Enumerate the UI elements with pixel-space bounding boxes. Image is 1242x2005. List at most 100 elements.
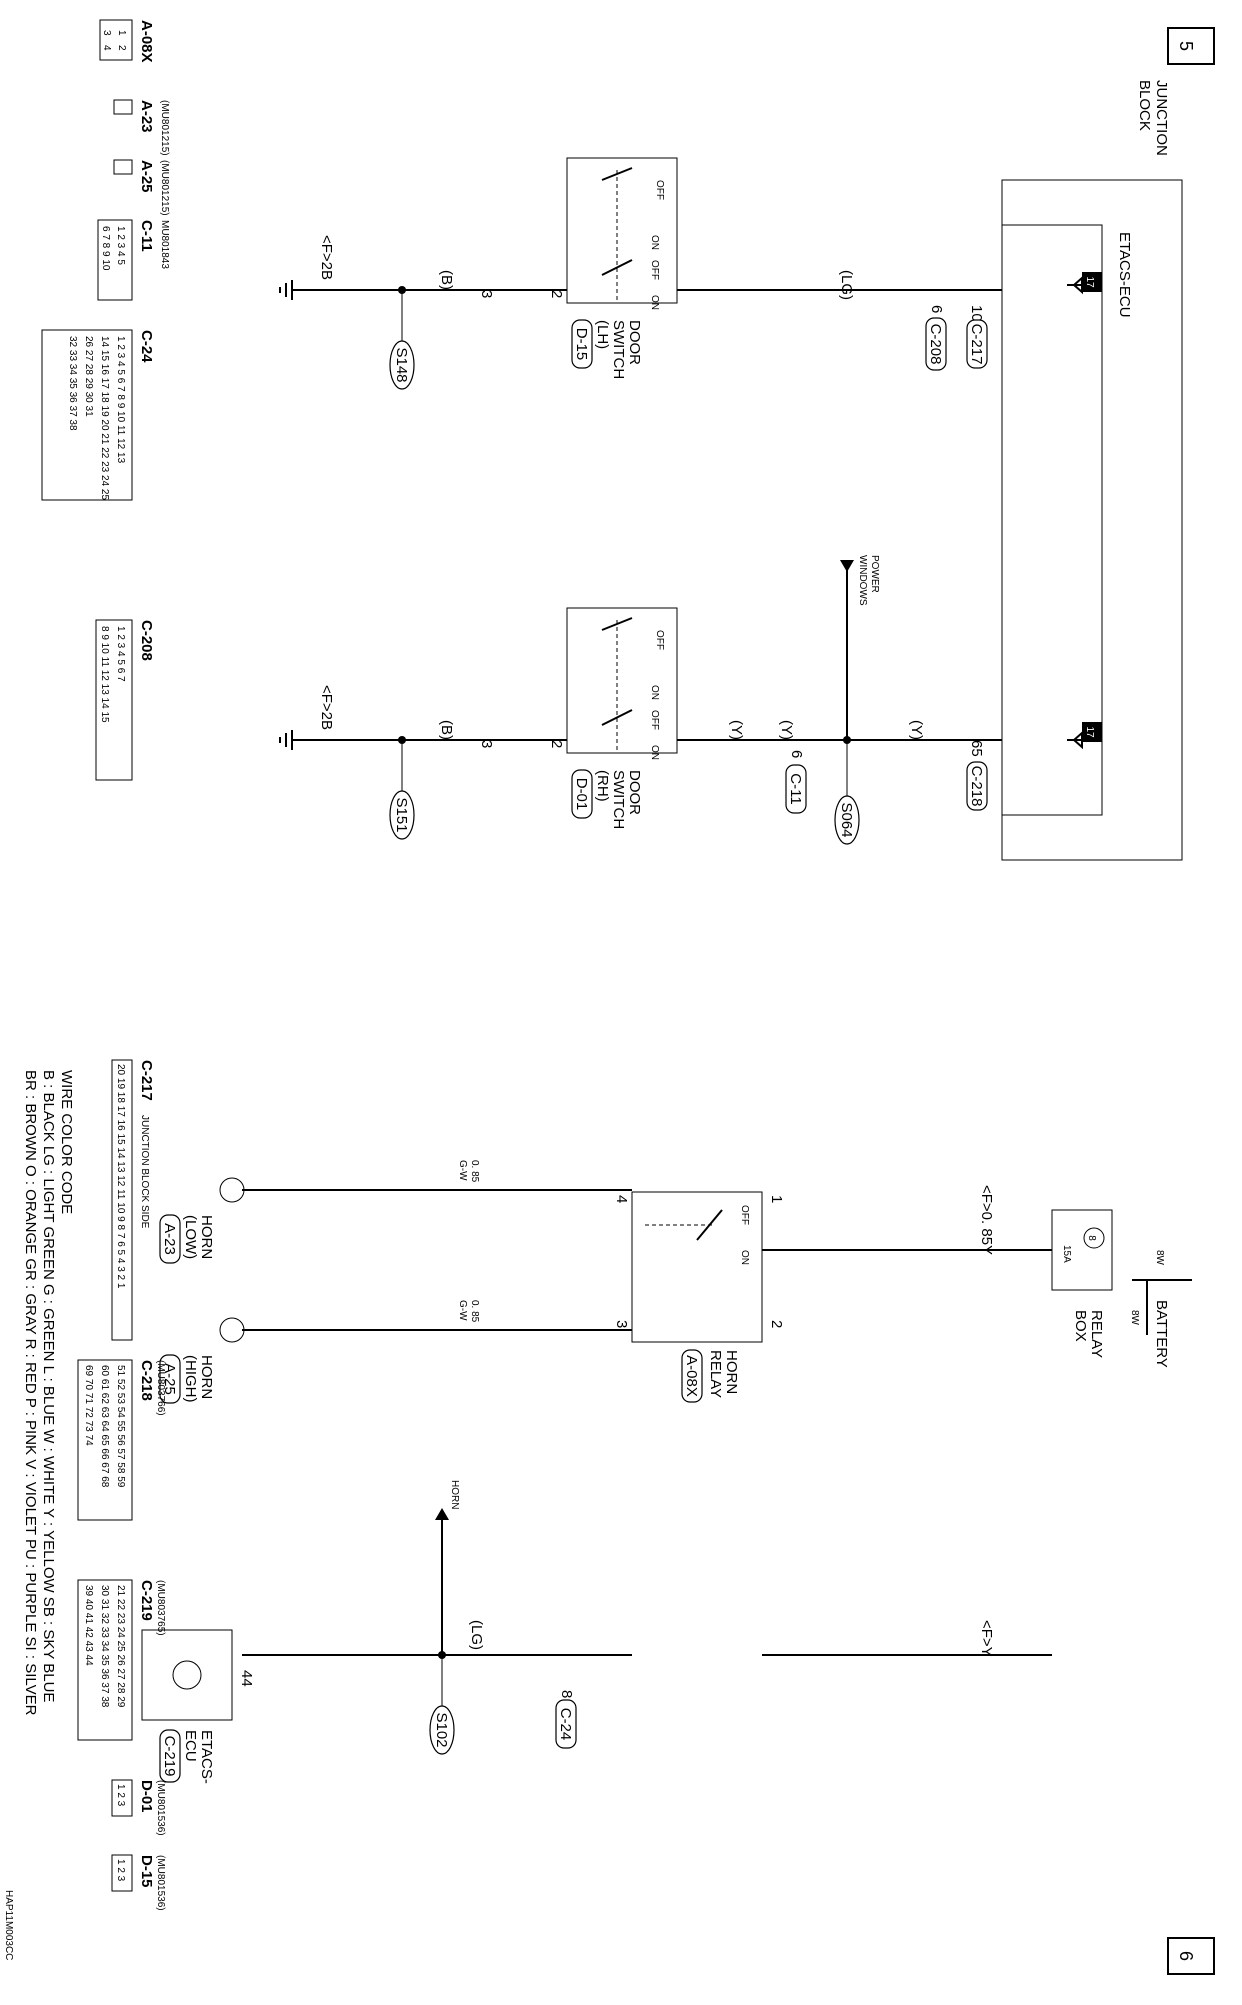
connector-tag-c219 bbox=[159, 1729, 181, 1783]
wire-fy-label: <F>Y bbox=[978, 1620, 995, 1657]
wire-b-label-lh: (B) bbox=[438, 270, 455, 290]
door-switch-rh-off-1: OFF bbox=[654, 630, 665, 650]
door-switch-rh-on-1: ON bbox=[649, 685, 660, 700]
connector-face-a23 bbox=[113, 99, 133, 115]
wire-b-label-rh: (B) bbox=[438, 720, 455, 740]
a08x-pin: 3 bbox=[101, 30, 112, 36]
connector-tag-d01 bbox=[571, 769, 593, 819]
conn-label-c208: C-208 bbox=[138, 620, 155, 661]
door-switch-rh-label-1: DOOR bbox=[626, 770, 643, 815]
etacs-ecu2-box bbox=[141, 1629, 233, 1721]
door-switch-rh-on-2: ON bbox=[649, 745, 660, 760]
connector-face-a08x: 1 2 3 4 bbox=[99, 19, 133, 61]
power-windows-label-1: POWER bbox=[869, 555, 880, 593]
page-number-box-top bbox=[1167, 27, 1215, 65]
transistor-icon bbox=[172, 1660, 202, 1690]
splice-tag-s148-text: S148 bbox=[393, 347, 410, 382]
splice-tag-s064 bbox=[834, 795, 860, 845]
horn-high-label-2: (HIGH) bbox=[182, 1355, 199, 1403]
ground-ref-box-lh bbox=[1082, 272, 1102, 292]
c208-row-2: 8 9 10 11 12 13 14 15 bbox=[99, 626, 110, 723]
connector-tag-c11-text: C-11 bbox=[787, 773, 804, 804]
wire-f-085y-label: <F>0. 85Y bbox=[978, 1185, 995, 1255]
connector-tag-c208-text: C-208 bbox=[927, 324, 944, 365]
horn-relay-label-2: RELAY bbox=[707, 1350, 724, 1398]
junction-block-label-2: BLOCK bbox=[1136, 80, 1153, 131]
horn-relay-off: OFF bbox=[739, 1205, 750, 1225]
door-switch-rh-box bbox=[566, 607, 678, 754]
splice-tag-s102 bbox=[429, 1705, 455, 1755]
c11-row-2: 6 7 8 9 10 bbox=[100, 226, 111, 271]
wire-y-label-2: (Y) bbox=[778, 720, 795, 740]
door-switch-lh-label-1: DOOR bbox=[626, 320, 643, 365]
a08x-pin: 2 bbox=[116, 45, 127, 51]
ground-f2b-rh: <F>2B bbox=[318, 685, 335, 730]
conn-label-a08x: A-08X bbox=[138, 20, 155, 63]
wire-lg-label-2: (LG) bbox=[468, 1620, 485, 1650]
c219-row-3: 39 40 41 42 43 44 bbox=[83, 1585, 94, 1666]
pin-6-rh-label: 6 bbox=[788, 750, 805, 758]
splice-tag-s151-text: S151 bbox=[393, 797, 410, 832]
door-switch-lh-off-1: OFF bbox=[654, 180, 665, 200]
horn-relay-label-1: HORN bbox=[723, 1350, 740, 1394]
wire-8w-label-1: 8W bbox=[1154, 1250, 1165, 1266]
arrow-power-windows bbox=[840, 560, 854, 572]
pin-10-label: 10 bbox=[968, 305, 985, 322]
conn-label-c218: C-218 bbox=[138, 1360, 155, 1401]
junction-block-label-1: JUNCTION bbox=[1153, 80, 1170, 156]
connector-tag-c217 bbox=[966, 319, 988, 369]
connector-face-c217: 20 19 18 17 16 15 14 13 12 11 10 9 8 7 6… bbox=[111, 1059, 133, 1341]
connector-tag-c208 bbox=[925, 317, 947, 371]
wire-gw-low-label-1: 0. 85 bbox=[469, 1160, 480, 1183]
connector-tag-c11 bbox=[785, 764, 807, 814]
arrow-horn bbox=[435, 1508, 449, 1520]
power-windows-label-2: WINDOWS bbox=[857, 555, 868, 606]
wire-8w-label-2: 8W bbox=[1129, 1310, 1140, 1326]
part-c219: (MU803765) bbox=[155, 1580, 166, 1636]
c219-row-2: 30 31 32 33 34 35 36 37 38 bbox=[99, 1585, 110, 1708]
conn-label-a23: A-23 bbox=[138, 100, 155, 133]
door-switch-rh-pin-2: 2 bbox=[548, 740, 565, 748]
door-switch-rh-label-2: SWITCH bbox=[610, 770, 627, 829]
wire-color-code-title: WIRE COLOR CODE bbox=[58, 1070, 75, 1214]
etacs-ecu2-label-1: ETACS- bbox=[198, 1730, 215, 1784]
splice-tag-s102-text: S102 bbox=[433, 1712, 450, 1747]
conn-label-d15: D-15 bbox=[138, 1855, 155, 1888]
door-switch-lh-off-2: OFF bbox=[649, 260, 660, 280]
connector-face-c11: 1 2 3 4 5 6 7 8 9 10 bbox=[97, 219, 133, 301]
wire-gw-high-label-1: 0. 85 bbox=[469, 1300, 480, 1323]
wire-y-label-1: (Y) bbox=[908, 720, 925, 740]
door-switch-lh-pin-3: 3 bbox=[478, 290, 495, 298]
fuse-number: 8 bbox=[1086, 1235, 1097, 1241]
splice-tag-s151 bbox=[389, 790, 415, 840]
conn-label-c11: C-11 bbox=[138, 220, 155, 252]
connector-face-a25 bbox=[113, 159, 133, 175]
splice-tag-s148 bbox=[389, 340, 415, 390]
conn-label-c217: C-217 bbox=[138, 1060, 155, 1101]
conn-label-c219: C-219 bbox=[138, 1580, 155, 1621]
connector-tag-a08x bbox=[681, 1349, 703, 1403]
pin-44-label: 44 bbox=[238, 1670, 255, 1687]
connector-face-c24: 1 2 3 4 5 6 7 8 9 10 11 12 13 14 15 16 1… bbox=[41, 329, 133, 501]
page-number-box-bottom bbox=[1167, 1937, 1215, 1975]
etacs-ecu2-label-2: ECU bbox=[182, 1730, 199, 1762]
connector-tag-c218 bbox=[966, 761, 988, 811]
etacs-ecu-box bbox=[1001, 224, 1103, 816]
connector-face-d15 bbox=[111, 1854, 133, 1892]
wire-y-label-3: (Y) bbox=[728, 720, 745, 740]
connector-tag-a25-text: A-25 bbox=[161, 1363, 178, 1395]
horn-relay-on: ON bbox=[739, 1250, 750, 1265]
pin-8-label: 8 bbox=[558, 1690, 575, 1698]
connector-face-c219: 21 22 23 24 25 26 27 28 29 30 31 32 33 3… bbox=[77, 1579, 133, 1741]
connector-tag-d01-text: D-01 bbox=[573, 778, 590, 811]
horn-high-icon bbox=[219, 1317, 245, 1343]
c11-row-1: 1 2 3 4 5 bbox=[115, 226, 126, 265]
relay-box-label-2: BOX bbox=[1072, 1310, 1089, 1342]
a08x-pin: 4 bbox=[101, 45, 112, 51]
ground-ref-rh: 17 bbox=[1084, 726, 1095, 738]
connector-tag-c217-text: C-217 bbox=[968, 324, 985, 365]
part-c11: MU801843 bbox=[159, 220, 170, 269]
horn-relay-pin-1: 1 bbox=[768, 1195, 785, 1203]
connector-tag-a08x-text: A-08X bbox=[683, 1355, 700, 1397]
part-d01: (MU801536) bbox=[155, 1780, 166, 1836]
